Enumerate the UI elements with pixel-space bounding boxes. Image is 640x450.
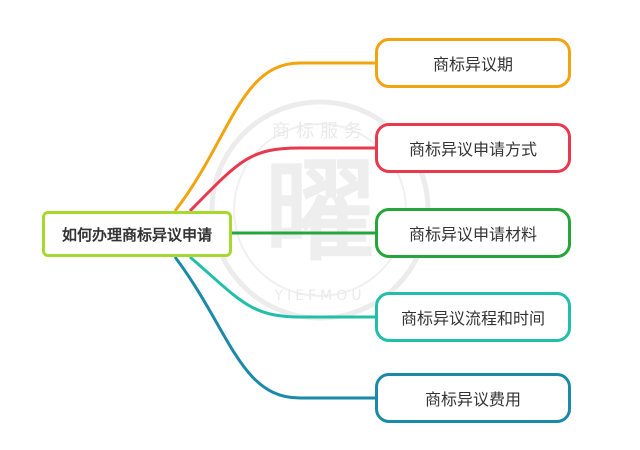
connector-line-5 xyxy=(173,256,375,400)
branch-node-label: 商标异议费用 xyxy=(424,390,521,409)
watermark-bottom-text: YIEFMOU xyxy=(274,288,366,304)
watermark-ring-text: 商标服务 xyxy=(272,121,368,142)
connector-line-1 xyxy=(173,61,375,212)
branch-node-label: 商标异议申请方式 xyxy=(408,140,537,159)
branch-node-process-and-time: 商标异议流程和时间 xyxy=(375,292,571,342)
branch-node-label: 商标异议期 xyxy=(432,55,513,74)
branch-node-application-materials: 商标异议申请材料 xyxy=(375,208,571,258)
branch-node-label: 商标异议申请材料 xyxy=(408,225,537,244)
branch-node-label: 商标异议流程和时间 xyxy=(400,309,545,328)
connector-line-2 xyxy=(188,146,375,213)
branch-node-objection-period: 商标异议期 xyxy=(375,38,571,88)
branch-node-fees: 商标异议费用 xyxy=(375,373,571,423)
watermark-glyph: 曜 xyxy=(265,148,375,276)
branch-node-application-method: 商标异议申请方式 xyxy=(375,123,571,173)
root-node-label: 如何办理商标异议申请 xyxy=(61,225,212,244)
root-node: 如何办理商标异议申请 xyxy=(42,211,232,257)
connector-line-4 xyxy=(189,255,375,319)
